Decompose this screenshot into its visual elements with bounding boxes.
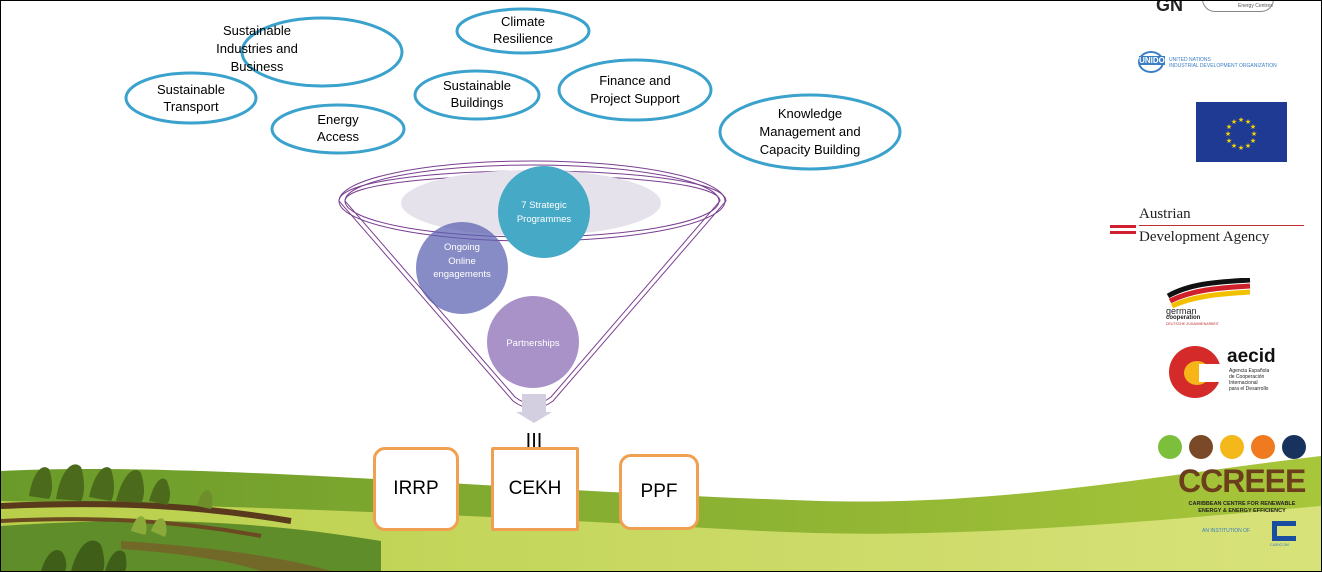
topic-oval-knowledge: Knowledge Management and Capacity Buildi… (718, 93, 902, 171)
funnel-spout-arrow (522, 394, 546, 412)
svg-text:7 Strategic: 7 Strategic (521, 200, 567, 211)
svg-text:Partnerships: Partnerships (506, 338, 560, 349)
online-engagements-circle: Ongoing Online engagements (416, 222, 508, 314)
svg-text:Access: Access (317, 129, 359, 144)
svg-text:Knowledge: Knowledge (778, 106, 842, 121)
svg-text:★: ★ (1231, 118, 1237, 126)
svg-text:Sustainable: Sustainable (443, 78, 511, 93)
caricom-icon (1272, 521, 1296, 541)
ccreee-sub-line: ENERGY & ENERGY EFFICIENCY (1198, 508, 1286, 514)
output-box-ppf: PPF (619, 454, 699, 530)
svg-text:★: ★ (1245, 118, 1251, 126)
online-label-line: Online (448, 256, 475, 267)
aecid-sub-line: Agencia Española (1229, 368, 1270, 374)
svg-text:Industries and: Industries and (216, 41, 298, 56)
ccreee-sub-line: CARIBBEAN CENTRE FOR RENEWABLE (1188, 501, 1296, 507)
bio-energy-icon (1158, 435, 1182, 459)
topic-oval-industries: Sustainable Industries and Business (216, 16, 404, 88)
svg-text:Resilience: Resilience (493, 31, 553, 46)
svg-text:★: ★ (1226, 137, 1232, 145)
german-logo-line2: cooperation (1166, 315, 1201, 321)
svg-text:★: ★ (1251, 130, 1257, 138)
strategic-label-line: 7 Strategic (521, 200, 567, 211)
wind-icon (1251, 435, 1275, 459)
gn-logo-subtitle: Energy Centres (1238, 3, 1273, 9)
sun-icon (1220, 435, 1244, 459)
aecid-sub-line: para el Desarrollo (1229, 386, 1269, 392)
austrian-logo-line1: Austrian (1139, 206, 1191, 222)
svg-text:Ongoing: Ongoing (444, 242, 480, 253)
svg-text:★: ★ (1238, 116, 1244, 124)
eu-flag-logo: ★★★ ★★★ ★★★ ★★★ (1196, 102, 1287, 162)
unido-subtitle: INDUSTRIAL DEVELOPMENT ORGANIZATION (1169, 63, 1277, 69)
svg-text:★: ★ (1245, 142, 1251, 150)
online-label-line: Ongoing (444, 242, 480, 253)
ccreee-name: CCREEE (1178, 463, 1306, 499)
caricom-label: CARICOM (1270, 542, 1289, 547)
svg-text:Online: Online (448, 256, 475, 267)
topic-oval-energy-access: Energy Access (270, 103, 406, 155)
svg-text:Programmes: Programmes (517, 214, 572, 225)
eu-stars-icon: ★★★ ★★★ ★★★ ★★★ (1225, 116, 1257, 152)
svg-text:★: ★ (1225, 130, 1231, 138)
topic-oval-finance: Finance and Project Support (557, 58, 713, 122)
output-box-irrp: IRRP (373, 447, 459, 531)
svg-text:Finance and: Finance and (599, 73, 671, 88)
ccreee-logo: CCREEE CARIBBEAN CENTRE FOR RENEWABLE EN… (1154, 433, 1319, 571)
svg-text:★: ★ (1250, 123, 1256, 131)
svg-text:engagements: engagements (433, 269, 491, 280)
topic-oval-transport: Sustainable Transport (124, 71, 258, 125)
unido-mark: UNIDO (1139, 56, 1165, 65)
svg-text:Sustainable: Sustainable (223, 23, 291, 38)
german-logo-line3: DEUTSCHE ZUSAMMENARBEIT (1166, 322, 1219, 326)
partnerships-circle: Partnerships (487, 296, 579, 388)
output-box-cekh: CEKH (491, 447, 579, 531)
topic-oval-buildings: Sustainable Buildings (413, 69, 541, 121)
german-logo-line1: german (1166, 306, 1197, 316)
svg-text:Capacity Building: Capacity Building (760, 142, 860, 157)
partnerships-label: Partnerships (506, 338, 560, 349)
svg-text:Transport: Transport (163, 99, 219, 114)
svg-text:Management and: Management and (759, 124, 860, 139)
ccreee-icons-row (1154, 433, 1319, 461)
svg-text:★: ★ (1231, 142, 1237, 150)
svg-text:Business: Business (231, 59, 284, 74)
aecid-sub-line: Internacional (1229, 380, 1258, 386)
institution-label: AN INSTITUTION OF (1202, 528, 1251, 534)
gn-sec-logo: GN Energy Centres (1156, 0, 1316, 15)
strategic-label-line: Programmes (517, 214, 572, 225)
unido-name: UNITED NATIONS (1169, 57, 1211, 63)
svg-text:Climate: Climate (501, 14, 545, 29)
unido-logo: UNIDO UNITED NATIONS INDUSTRIAL DEVELOPM… (1138, 51, 1318, 75)
austrian-development-agency-logo: Austrian Development Agency (1106, 206, 1306, 251)
austrian-logo-line2: Development Agency (1139, 229, 1270, 245)
ocean-icon (1282, 435, 1306, 459)
output-mark: III (526, 430, 543, 452)
gn-logo-text: GN (1156, 0, 1183, 15)
german-cooperation-logo: german cooperation DEUTSCHE ZUSAMMENARBE… (1164, 278, 1264, 333)
strategic-circle: 7 Strategic Programmes (498, 166, 590, 258)
svg-text:Energy: Energy (317, 112, 359, 127)
aecid-sub-line: de Cooperación (1229, 374, 1265, 380)
topic-oval-climate: Climate Resilience (455, 7, 591, 55)
building-icon (1189, 435, 1213, 459)
aecid-logo: aecid Agencia Española de Cooperación In… (1169, 346, 1319, 401)
german-flag-swoosh-icon (1166, 278, 1251, 308)
svg-text:Project Support: Project Support (590, 91, 680, 106)
austrian-flag-icon (1110, 225, 1136, 234)
online-label-line: engagements (433, 269, 491, 280)
svg-text:★: ★ (1238, 144, 1244, 152)
aecid-name: aecid (1227, 346, 1276, 367)
svg-text:Buildings: Buildings (451, 95, 504, 110)
svg-text:★: ★ (1226, 123, 1232, 131)
svg-text:★: ★ (1250, 137, 1256, 145)
svg-text:Sustainable: Sustainable (157, 82, 225, 97)
